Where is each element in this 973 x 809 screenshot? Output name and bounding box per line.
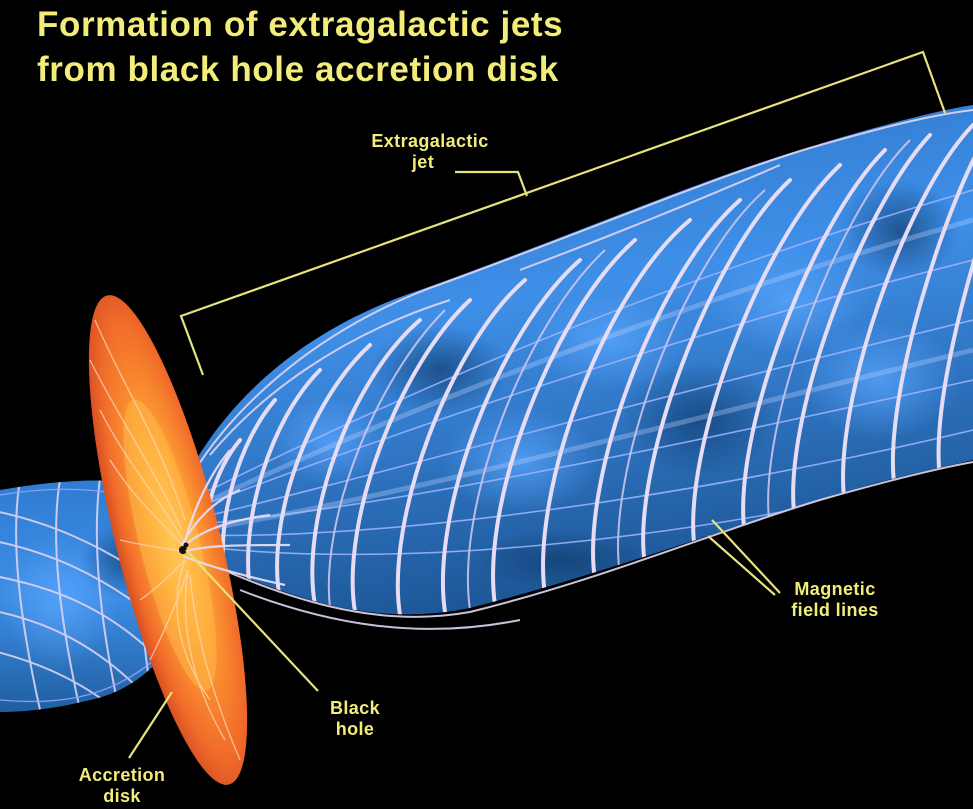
jet-bracket <box>179 50 947 376</box>
jet-edge-field-lines <box>194 109 973 630</box>
black-hole <box>179 542 189 554</box>
magnetic-leader-2 <box>707 535 776 596</box>
title-line-2: from black hole accretion disk <box>37 50 559 89</box>
magnetic-leader-1 <box>711 519 781 594</box>
label-extragalactic-jet: Extragalactic jet <box>371 131 489 172</box>
accretion-disk-leader <box>128 691 173 759</box>
black-hole-leader <box>185 549 319 692</box>
title-line-1: Formation of extragalactic jets <box>37 5 564 44</box>
diagram-title: Formation of extragalactic jets from bla… <box>37 2 563 92</box>
accretion-disk <box>88 295 248 785</box>
converging-field-lines <box>180 449 291 587</box>
jet-label-leader <box>455 170 529 197</box>
leader-lines <box>128 50 947 759</box>
label-black-hole: Black hole <box>329 698 381 739</box>
label-magnetic-field-lines: Magnetic field lines <box>791 579 879 620</box>
label-accretion-disk: Accretion disk <box>78 765 166 806</box>
extragalactic-jet-body <box>190 105 973 615</box>
